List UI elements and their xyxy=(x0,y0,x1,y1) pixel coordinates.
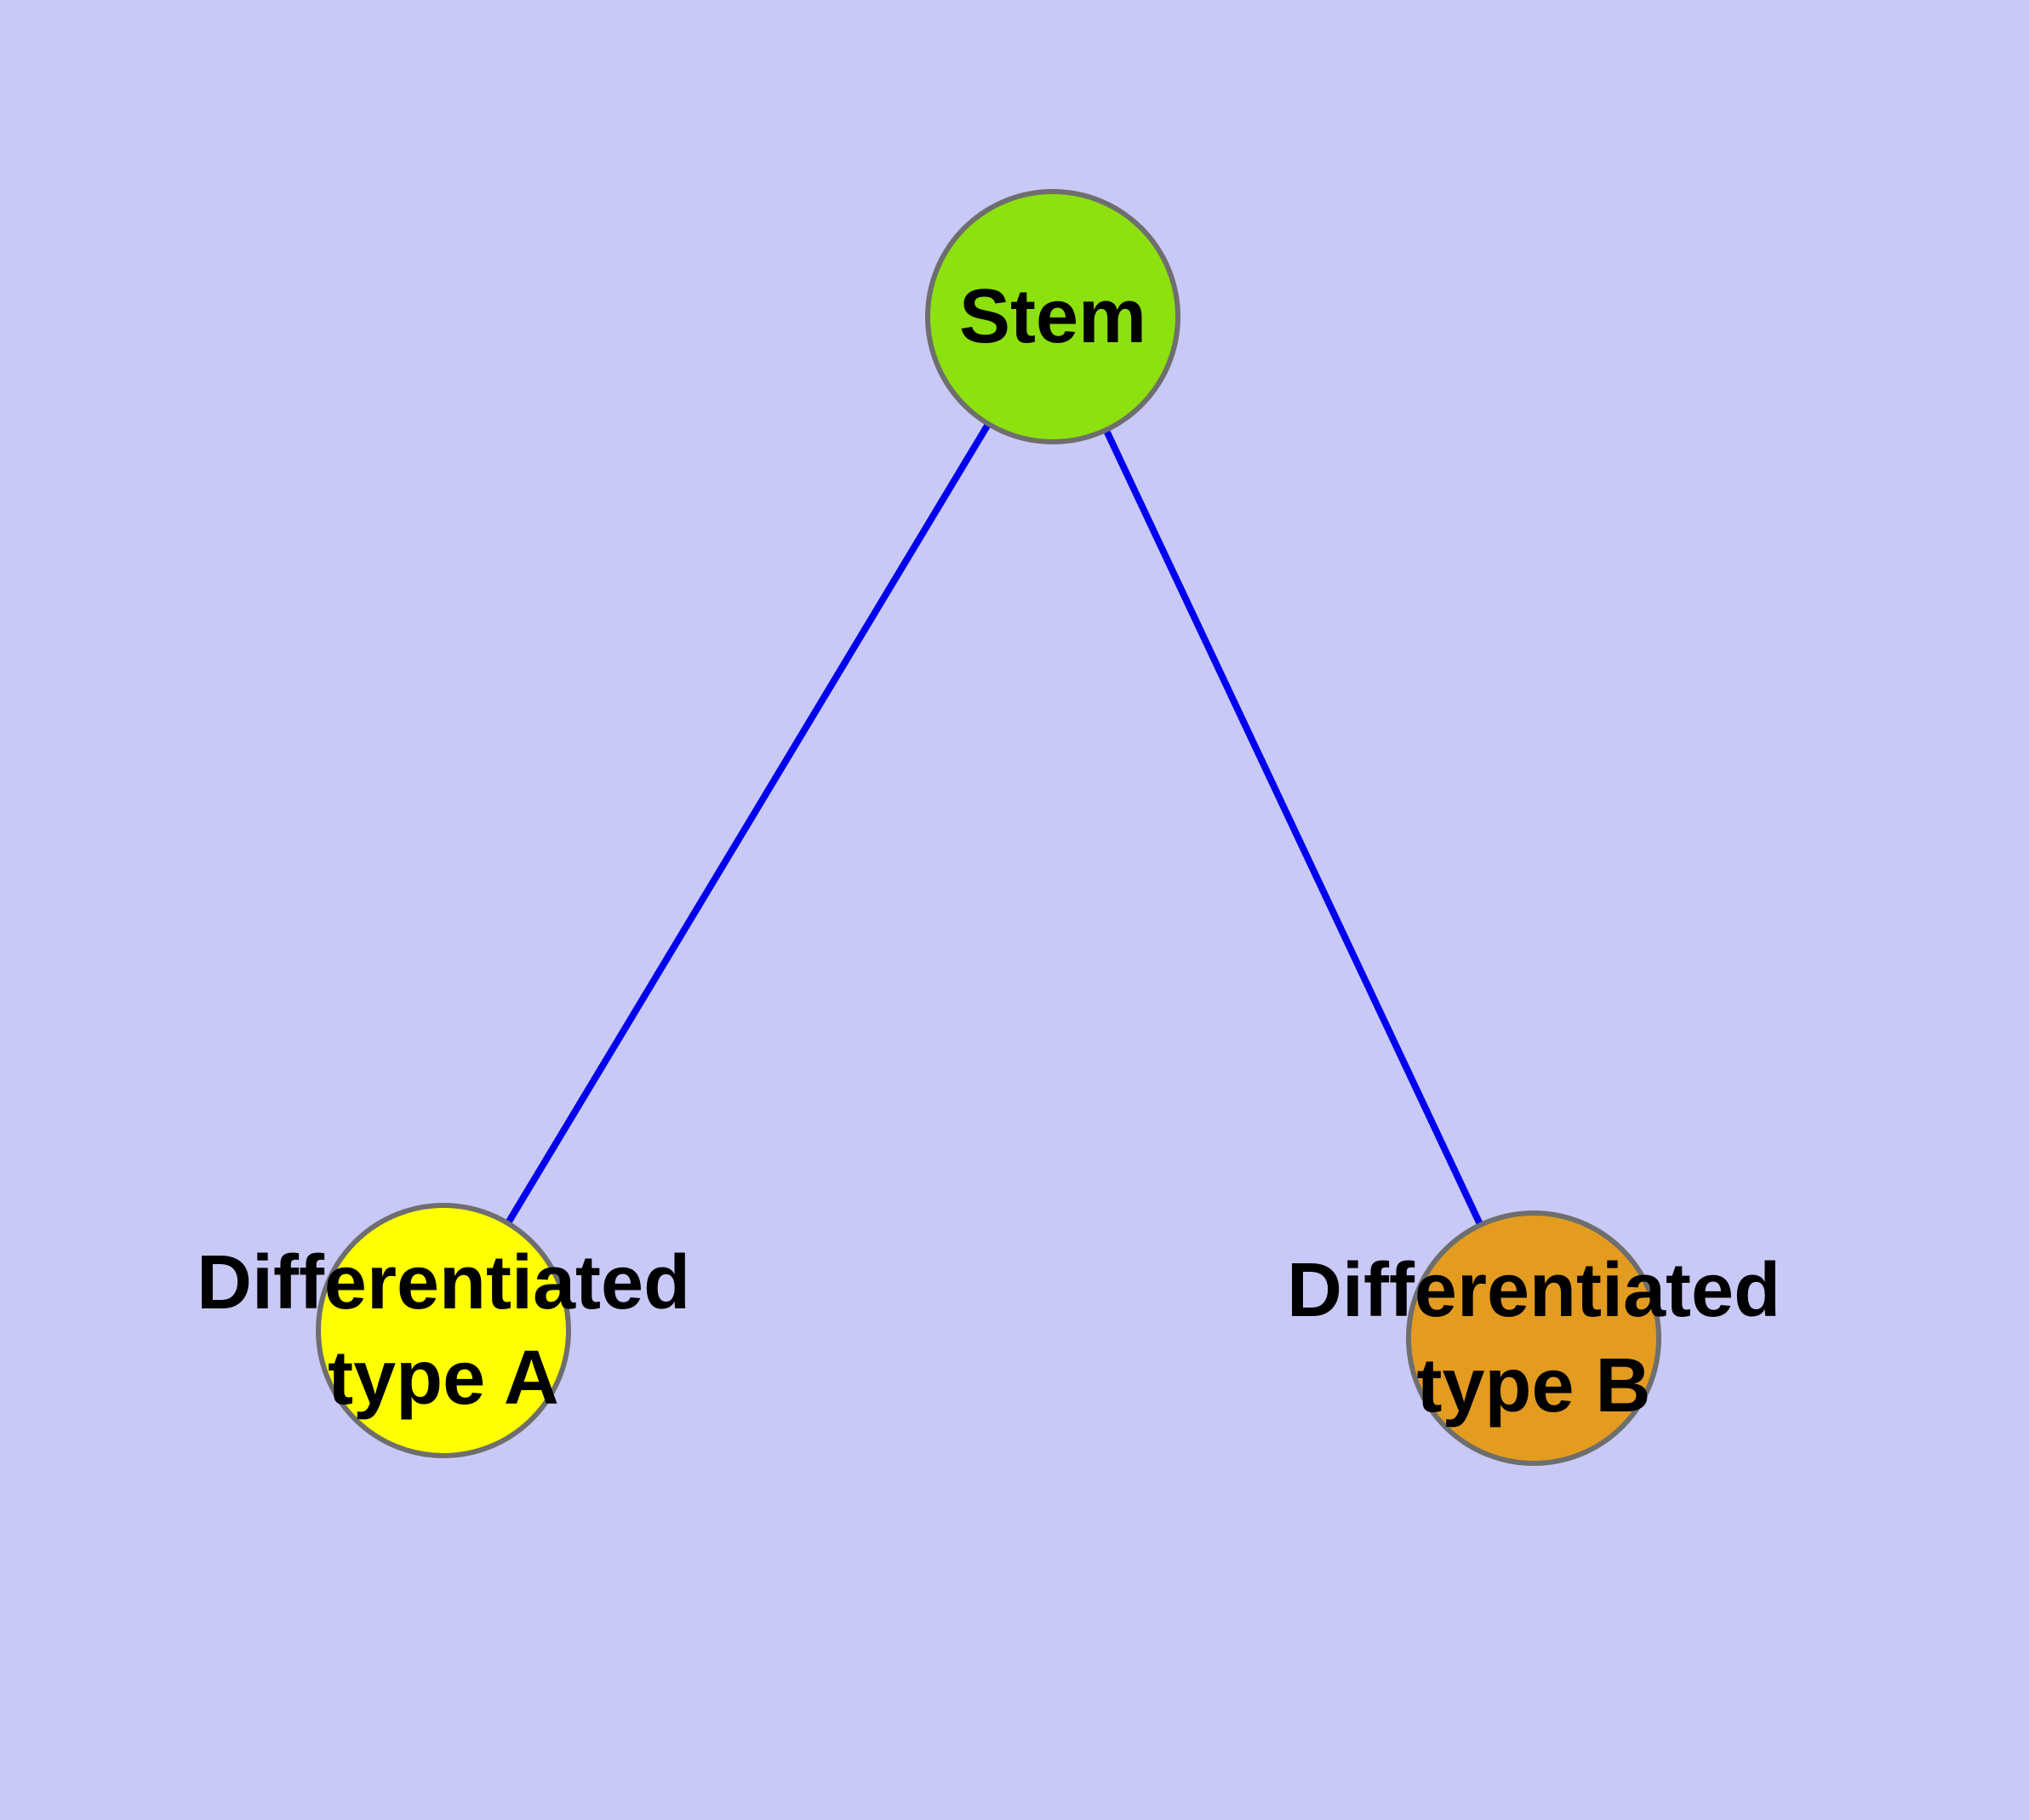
node-differentiated-type-a-label-line2: type A xyxy=(328,1336,559,1421)
node-stem-label: Stem xyxy=(958,273,1147,359)
node-differentiated-type-a: Differentiated type A xyxy=(197,1203,690,1458)
edge-stem-to-type-b xyxy=(1049,315,1537,1340)
node-differentiated-type-b: Differentiated type B xyxy=(1287,1210,1780,1466)
node-differentiated-type-b-label-line2: type B xyxy=(1416,1343,1651,1428)
node-differentiated-type-b-label-line1: Differentiated xyxy=(1286,1247,1781,1333)
node-differentiated-type-a-label-line1: Differentiated xyxy=(196,1239,691,1325)
edge-stem-to-type-a xyxy=(440,314,1056,1333)
node-differentiated-type-b-label: Differentiated type B xyxy=(1287,1243,1780,1434)
node-differentiated-type-a-label: Differentiated type A xyxy=(197,1235,690,1427)
node-stem: Stem xyxy=(925,189,1180,444)
